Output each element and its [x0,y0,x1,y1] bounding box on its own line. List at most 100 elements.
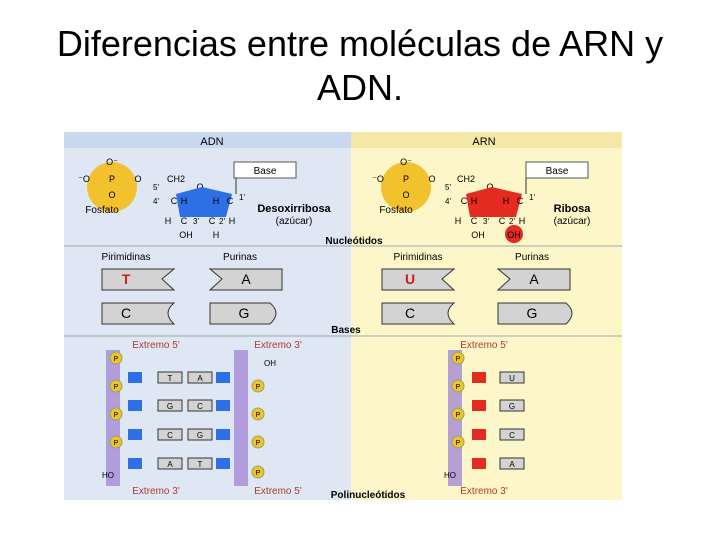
bases-label: Bases [331,325,361,336]
dna-base-a-letter: A [241,271,251,287]
rna-base-4-letter: A [509,460,515,469]
dna-right-phosphate-2 [251,407,265,421]
rna-base-4 [499,457,525,470]
rna-header-bar [351,132,622,148]
dna-left-phosphate-2 [109,379,123,393]
dna-2prime: 2' [219,217,225,226]
dna-base-a-shape [208,268,283,291]
dna-left-base-2-letter: G [167,402,173,411]
dna-left-phosphate-3 [109,407,123,421]
rna-phosphate-o-minus: O⁻ [400,157,412,167]
rna-sugar-3 [472,429,486,440]
dna-right-p-1: P [256,384,261,391]
rna-h4: H [471,196,478,206]
rna-base-g-letter: G [527,305,538,321]
rna-h1: H [503,196,510,206]
rna-base-c-shape [381,302,456,325]
dna-h1: H [213,196,220,206]
rna-pirimidinas-label: Pirimidinas [394,252,443,263]
rna-p-2: P [456,384,461,391]
rna-5prime: 5' [445,183,451,192]
rna-4prime: 4' [445,197,451,206]
rna-p-1: P [456,356,461,363]
rna-azucar: (azúcar) [554,216,591,227]
dna-header-label: ADN [200,136,223,148]
dna-c2: C [209,216,216,226]
dna-ch2: CH2 [167,174,185,184]
rna-ch2: CH2 [457,174,475,184]
dna-h4: H [181,196,188,206]
rna-base-u-shape [381,268,456,291]
dna-right-base-2 [187,399,213,412]
dna-left-base-4 [157,457,183,470]
rna-base-2-letter: G [509,402,515,411]
dna-base-t-shape [101,268,176,291]
rna-base-1 [499,371,525,384]
rna-extremo-5: Extremo 5' [460,340,508,351]
rna-oh3: OH [471,230,485,240]
nucleotidos-label: Nucleótidos [325,236,383,247]
dna-left-base-1-letter: T [168,374,173,383]
dna-h2b: H [213,230,220,240]
dna-phosphate-p: P [109,174,115,184]
dna-4prime: 4' [153,197,159,206]
dna-phosphate-o-minus: O⁻ [106,157,118,167]
rna-phosphate-circle [381,162,431,212]
dna-right-oh: OH [264,359,276,368]
rna-ribose-ring [466,187,522,217]
dna-right-strand: A P C P G P T P [187,371,265,479]
rna-phosphate-4 [451,435,465,449]
rna-c3: C [471,216,478,226]
rna-base-u-letter: U [405,271,415,287]
rna-base-a-letter: A [529,271,539,287]
dna-left-sugar-4 [128,458,142,469]
dna-left-base-1 [157,371,183,384]
dna-left-p-2: P [114,384,119,391]
dna-base-g-shape [209,302,277,325]
dna-right-backbone [234,350,248,486]
rna-sugar-2 [472,400,486,411]
dna-base-c-shape [101,302,176,325]
dna-h3: H [165,216,172,226]
rna-base-1-letter: U [509,374,515,383]
rna-h2: H [519,216,526,226]
dna-right-p-2: P [256,412,261,419]
dna-c4: C [171,196,178,206]
rna-phosphate-o-right: O [428,174,435,184]
dna-nucleotide: O⁻ P O ⁻O O Fosfato CH2 5' 4' O C H H C … [78,157,331,240]
dna-left-base-4-letter: A [167,460,173,469]
dna-c1: C [227,196,234,206]
dna-left-p-4: P [114,440,119,447]
dna-phosphate-circle [87,162,137,212]
polinucleotidos-section: Extremo 5' Extremo 3' Extremo 5' OH HO H… [102,340,525,501]
dna-left-base-2 [157,399,183,412]
dna-right-base-1 [187,371,213,384]
dna-right-p-3: P [256,440,261,447]
dna-right-base-1-letter: A [197,374,203,383]
dna-azucar: (azúcar) [276,216,313,227]
dna-left-phosphate-4 [109,435,123,449]
dna-sugar-name: Desoxirribosa [257,203,331,215]
rna-2oh-highlight [505,225,523,243]
rna-p-3: P [456,412,461,419]
dna-purinas-label: Purinas [223,252,257,263]
dna-phosphate-o-right: O [134,174,141,184]
dna-right-base-3 [187,428,213,441]
dna-header-bar [64,132,351,148]
dna-right-phosphate-3 [251,435,265,449]
dna-right-base-3-letter: G [197,431,203,440]
dna-left-sugar-1 [128,372,142,383]
dna-left-strand: P T P G P C P A [109,351,183,470]
dna-1prime: 1' [239,193,245,202]
rna-sugar-4 [472,458,486,469]
slide-title-line-1: Diferencias entre moléculas de ARN y [56,23,664,64]
dna-left-base-3 [157,428,183,441]
dna-rna-figure: ADN ARN O⁻ P O ⁻O O Fosfato CH2 5' 4' O … [64,132,622,501]
rna-base-c-letter: C [405,305,415,321]
rna-h3: H [455,216,462,226]
dna-base-label: Base [254,166,277,177]
dna-left-sugar-3 [128,429,142,440]
dna-right-sugar-3 [216,429,230,440]
rna-fosfato-label: Fosfato [379,205,413,216]
rna-phosphate-3 [451,407,465,421]
